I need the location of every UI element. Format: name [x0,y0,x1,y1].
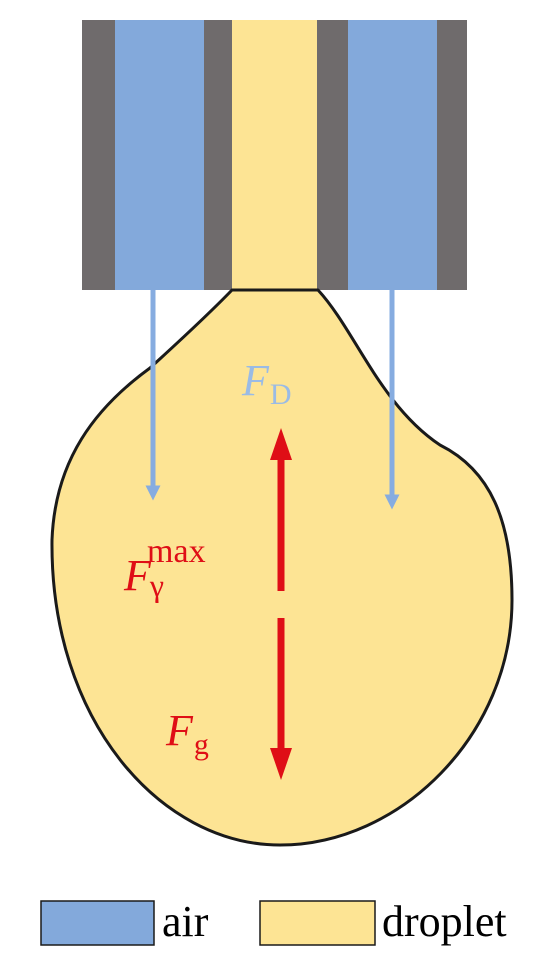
nozzle-right-outer-wall [437,20,467,290]
nozzle-right-inner-wall [317,20,348,290]
drag-force-label: FD [241,356,292,411]
surface-tension-max-label: Fγmax [123,533,206,603]
nozzle [82,20,467,292]
surface-tension-arrow [270,428,292,591]
legend-air-label: air [162,897,209,946]
nozzle-left-outer-wall [82,20,115,290]
legend: air droplet [40,897,507,946]
gravity-label: Fg [165,706,209,761]
nozzle-left-air-channel [115,20,204,290]
gravity-arrow [270,618,292,780]
legend-air-swatch [40,900,155,946]
nozzle-left-inner-wall [204,20,232,290]
nozzle-liquid-channel [232,20,317,292]
legend-droplet-swatch [259,900,376,946]
nozzle-right-air-channel [348,20,437,290]
legend-droplet-label: droplet [382,897,507,946]
